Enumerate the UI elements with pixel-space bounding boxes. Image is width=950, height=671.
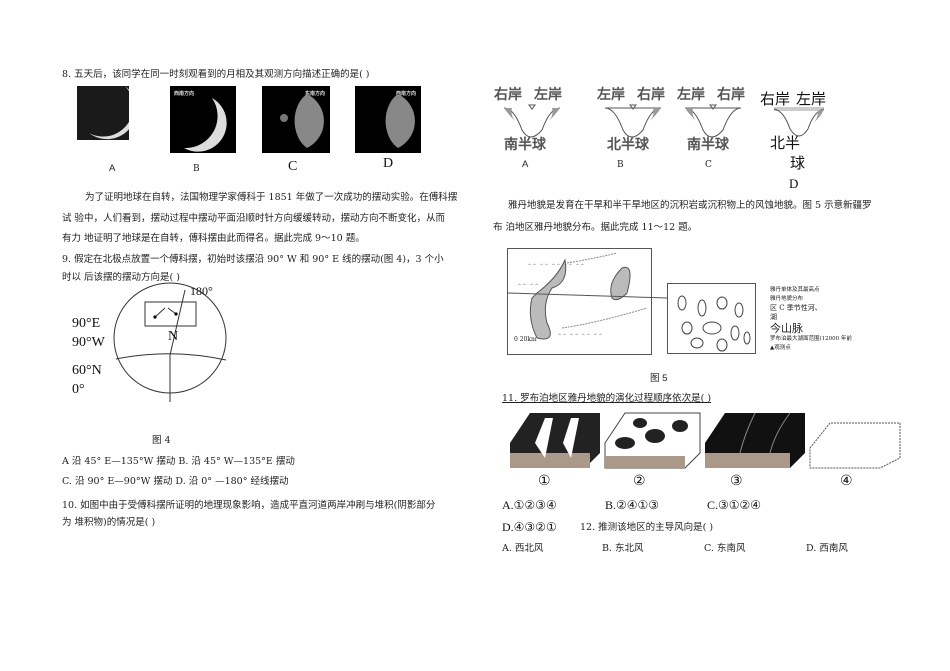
q10-question: 10. 如图中由于受傅科摆所证明的地理现象影响，造成平直河道两岸冲刷与堆积(阴影… (62, 500, 436, 511)
crescent-moon-icon (89, 86, 129, 140)
mountain-icons: ⌃⌃ ⌃⌃ ⌃⌃ ⌃⌃ ⌃⌃ ⌃⌃ ⌃⌃ ⌃⌃ ⌃⌃ ⌃⌃ ⌃⌃ (517, 263, 603, 340)
map-legend: 雅丹单体及其最高点 雅丹地貌分布 区 C 季节性河、 湖 今山脉 罗布泊最大湖面… (770, 286, 852, 353)
moon-caption: 西南方向 (395, 91, 416, 97)
passage-line: 试 验中，人们看到，摆动过程中摆动平面沿顺时针方向缓缓转动，摆动方向不断变化，从… (62, 213, 446, 224)
q9-options: C. 沿 90° E—90°W 摆动 D. 沿 0° —180° 经线摆动 (62, 476, 289, 487)
option-label-c: C (288, 159, 298, 174)
passage-line: 有力 地证明了地球是在自转，傅科摆由此而得名。据此完成 9～10 题。 (62, 233, 365, 244)
label-90w: 90°W (72, 335, 105, 350)
river-option-label: C (705, 160, 712, 170)
option-label-a: A (109, 163, 116, 174)
q11-question: 11. 罗布泊地区雅丹地貌的演化过程顺序依次是( ) (502, 393, 712, 404)
stage-3: ③ (730, 474, 743, 489)
q10-question-line2: 为 堆积物)的情况是( ) (62, 517, 156, 528)
label-0: 0° (72, 382, 85, 397)
svg-text:⌃⌃ ⌃⌃ ⌃⌃ ⌃⌃ ⌃⌃: ⌃⌃ ⌃⌃ ⌃⌃ ⌃⌃ ⌃⌃ (527, 263, 585, 270)
q11-option-d[interactable]: D.④③②① (502, 520, 557, 534)
river-figure-d: 右岸 左岸 北半 球 D (760, 92, 840, 192)
left-bank-label: 右岸 (760, 92, 791, 108)
stage-2: ② (633, 474, 646, 489)
legend-item: 今山脉 (770, 322, 803, 335)
river-cross-section (503, 104, 561, 138)
q12-question: 12. 推测该地区的主导风向是( ) (580, 522, 714, 533)
right-bank-label: 左岸 (796, 92, 827, 108)
svg-text:⌃⌃ ⌃⌃ ⌃⌃ ⌃⌃: ⌃⌃ ⌃⌃ ⌃⌃ ⌃⌃ (557, 333, 603, 340)
legend-item: 罗布泊最大湖面范围(12000 年前 (770, 336, 852, 342)
q9-question-line2: 时以 后该摆的摆动方向是( ) (62, 272, 180, 283)
legend-item: 雅丹单体及其最高点 (770, 287, 820, 293)
right-bank-label: 左岸 (534, 88, 562, 103)
stage-4: ④ (840, 474, 853, 489)
option-label-d: D (383, 156, 394, 171)
svg-text:⌃⌃ ⌃⌃: ⌃⌃ ⌃⌃ (517, 283, 539, 290)
figure-5-caption: 图 5 (650, 373, 668, 384)
moon-image-c: 东南方向 (262, 86, 330, 153)
moon-image-b: 西南方向 (170, 86, 236, 153)
left-bank-label: 左岸 (597, 88, 625, 103)
q9-options: A 沿 45° E—135°W 摆动 B. 沿 45° W—135°E 摆动 (62, 456, 295, 467)
yardang-evolution-diagrams (510, 412, 901, 469)
right-bank-label: 右岸 (717, 88, 745, 103)
q9-question: 9. 假定在北极点放置一个傅科摆，初始时该摆沿 90° W 和 90° E 线的… (62, 254, 444, 265)
label-north-pole: N (168, 329, 179, 344)
gibbous-moon-icon (385, 94, 415, 148)
gibbous-moon-icon (280, 94, 324, 148)
hemisphere-label: 北半 (770, 136, 801, 152)
stage-1: ① (538, 474, 551, 489)
left-bank-label: 左岸 (677, 88, 705, 103)
q11-option-a[interactable]: A.①②③④ (502, 498, 557, 512)
moon-caption: 西南方向 (174, 91, 195, 97)
passage-line: 雅丹地貌是发育在干旱和半干旱地区的沉积岩或沉积物上的风蚀地貌。图 5 示意新疆罗 (508, 200, 872, 211)
river-option-label: B (617, 160, 624, 170)
map-scale: 0 20km (514, 336, 537, 343)
moon-caption: 东南方向 (304, 91, 325, 97)
river-cross-section (604, 104, 662, 138)
river-figure-b: 左岸 右岸 北半球 B (597, 88, 672, 170)
passage-line: 为了证明地球在自转，法国物理学家傅科于 1851 年做了一次成功的摆动实验。在傅… (85, 192, 458, 203)
legend-item: 雅丹地貌分布 (770, 296, 804, 302)
label-90e: 90°E (72, 316, 101, 331)
crescent-moon-icon (184, 98, 227, 152)
hemisphere-label: 球 (790, 156, 806, 172)
legend-item: ▲观测点 (770, 345, 791, 351)
river-figure-c: 左岸 右岸 南半球 C (677, 88, 752, 170)
passage-line: 布 泊地区雅丹地貌分布。据此完成 11～12 题。 (493, 222, 698, 233)
left-bank-label: 右岸 (494, 88, 522, 103)
q12-option-d[interactable]: D. 西南风 (806, 543, 848, 554)
legend-item: 湖 (770, 313, 777, 321)
moon-image-a (77, 86, 129, 140)
q11-option-c[interactable]: C.③①②④ (707, 498, 762, 512)
hemisphere-label: 北半球 (607, 138, 649, 153)
foucault-pendulum-figure (113, 282, 227, 402)
q12-option-c[interactable]: C. 东南风 (704, 543, 746, 554)
legend-item: 区 C 季节性河、 (770, 304, 822, 312)
label-180: 180° (190, 284, 213, 298)
q12-option-a[interactable]: A. 西北风 (502, 543, 544, 554)
label-60n: 60°N (72, 363, 102, 378)
hemisphere-label: 南半球 (687, 138, 729, 153)
option-label-b: B (193, 164, 200, 174)
river-option-label: D (789, 176, 799, 191)
q11-option-b[interactable]: B.②④①③ (605, 498, 660, 512)
lop-nur-map: ⌃⌃ ⌃⌃ ⌃⌃ ⌃⌃ ⌃⌃ ⌃⌃ ⌃⌃ ⌃⌃ ⌃⌃ ⌃⌃ ⌃⌃ (506, 248, 756, 355)
q8-question: 8. 五天后，该同学在同一时刻观看到的月相及其观测方向描述正确的是( ) (62, 69, 370, 80)
moon-image-d: 西南方向 (355, 86, 421, 153)
river-option-label: A (522, 159, 529, 170)
river-figure-a: 右岸 左岸 南半球 A (492, 88, 567, 170)
river-cross-section (684, 104, 742, 138)
right-bank-label: 右岸 (637, 88, 665, 103)
figure-4-caption: 图 4 (152, 435, 171, 446)
hemisphere-label: 南半球 (504, 138, 546, 153)
river-cross-section (773, 107, 825, 137)
q12-option-b[interactable]: B. 东北风 (602, 543, 644, 554)
